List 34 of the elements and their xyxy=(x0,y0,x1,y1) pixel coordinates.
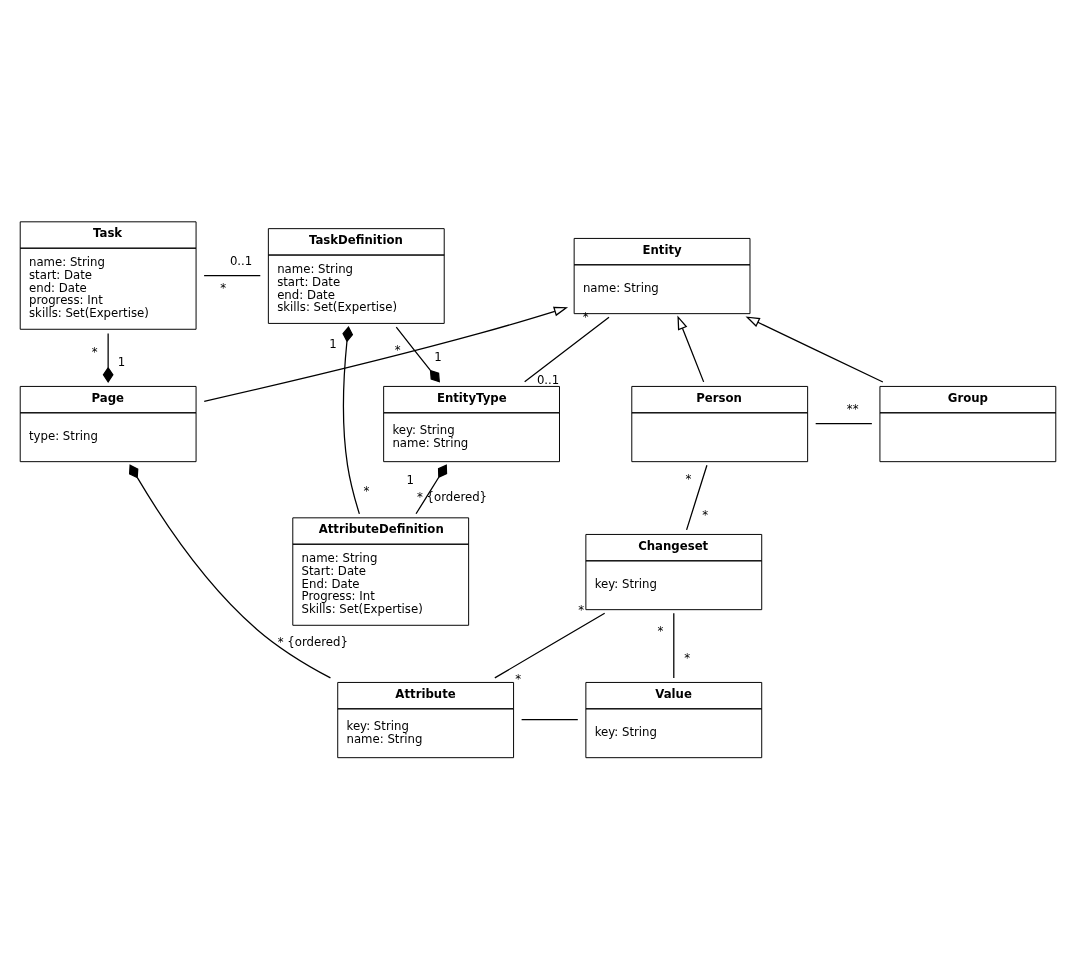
connector xyxy=(815,422,873,425)
label: * xyxy=(91,344,98,359)
label: 1 xyxy=(117,354,126,369)
label: * xyxy=(702,507,709,522)
label: * xyxy=(578,603,585,618)
label: 1 xyxy=(434,350,442,365)
connector xyxy=(524,316,610,383)
connector xyxy=(685,464,708,531)
arrow xyxy=(677,315,705,383)
arrow xyxy=(203,306,569,402)
label: 0..1 xyxy=(536,372,560,387)
connector xyxy=(673,612,675,679)
arrow xyxy=(745,316,884,383)
label: ** xyxy=(846,402,859,417)
label: 1 xyxy=(406,472,415,487)
label: * {ordered} xyxy=(277,635,348,650)
connector xyxy=(395,326,440,383)
connector xyxy=(102,332,114,384)
connector xyxy=(128,464,332,679)
label: * xyxy=(685,471,692,486)
label: * xyxy=(363,483,370,498)
connector xyxy=(494,612,606,679)
connector xyxy=(415,464,448,515)
connector xyxy=(342,326,360,515)
label: * xyxy=(394,342,401,357)
connector xyxy=(521,718,579,721)
label: 1 xyxy=(329,336,337,351)
label: * xyxy=(515,671,522,686)
connector xyxy=(203,274,261,277)
label: * xyxy=(657,624,664,639)
label: 0..1 xyxy=(229,254,253,269)
label: * {ordered} xyxy=(416,490,488,505)
label: * xyxy=(684,650,691,665)
label: * xyxy=(220,281,227,296)
